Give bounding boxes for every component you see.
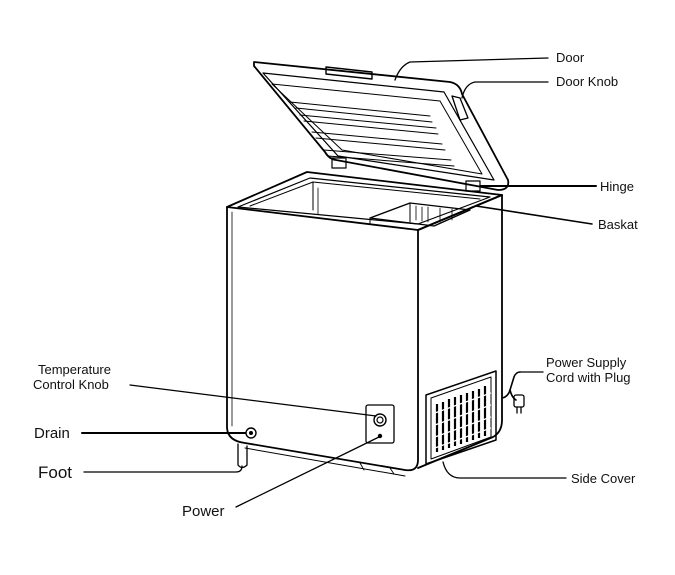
door-knob-leader <box>461 81 549 99</box>
side-cover-label: Side Cover <box>571 471 636 486</box>
side-cover-grille <box>425 370 497 465</box>
side-cover-leader <box>442 461 567 479</box>
foot-leader <box>83 465 243 473</box>
hinge-label: Hinge <box>600 179 634 194</box>
power-cord-plug <box>501 371 525 414</box>
foot <box>237 443 248 469</box>
temperature-label-line1: Temperature <box>38 362 111 377</box>
freezer-door <box>253 61 510 192</box>
basket <box>369 202 471 227</box>
labels: Door Door Knob Hinge Baskat Temperature … <box>33 50 638 520</box>
power-cord-label-line1: Power Supply <box>546 355 627 370</box>
leader-lines <box>81 57 597 508</box>
power-cord-label-line2: Cord with Plug <box>546 370 631 385</box>
temperature-label-line2: Control Knob <box>33 377 109 392</box>
power-label: Power <box>182 503 225 520</box>
drain-label: Drain <box>34 425 70 442</box>
power-leader <box>235 436 380 508</box>
temperature-leader <box>129 384 377 417</box>
basket-label: Baskat <box>598 217 638 232</box>
door-label: Door <box>556 50 585 65</box>
drain-plug <box>245 427 257 439</box>
freezer-body <box>226 171 503 477</box>
basket-leader <box>475 205 593 225</box>
temperature-control-panel <box>365 404 395 444</box>
foot-label: Foot <box>38 463 72 482</box>
door-knob-label: Door Knob <box>556 74 618 89</box>
door-leader <box>394 57 549 81</box>
